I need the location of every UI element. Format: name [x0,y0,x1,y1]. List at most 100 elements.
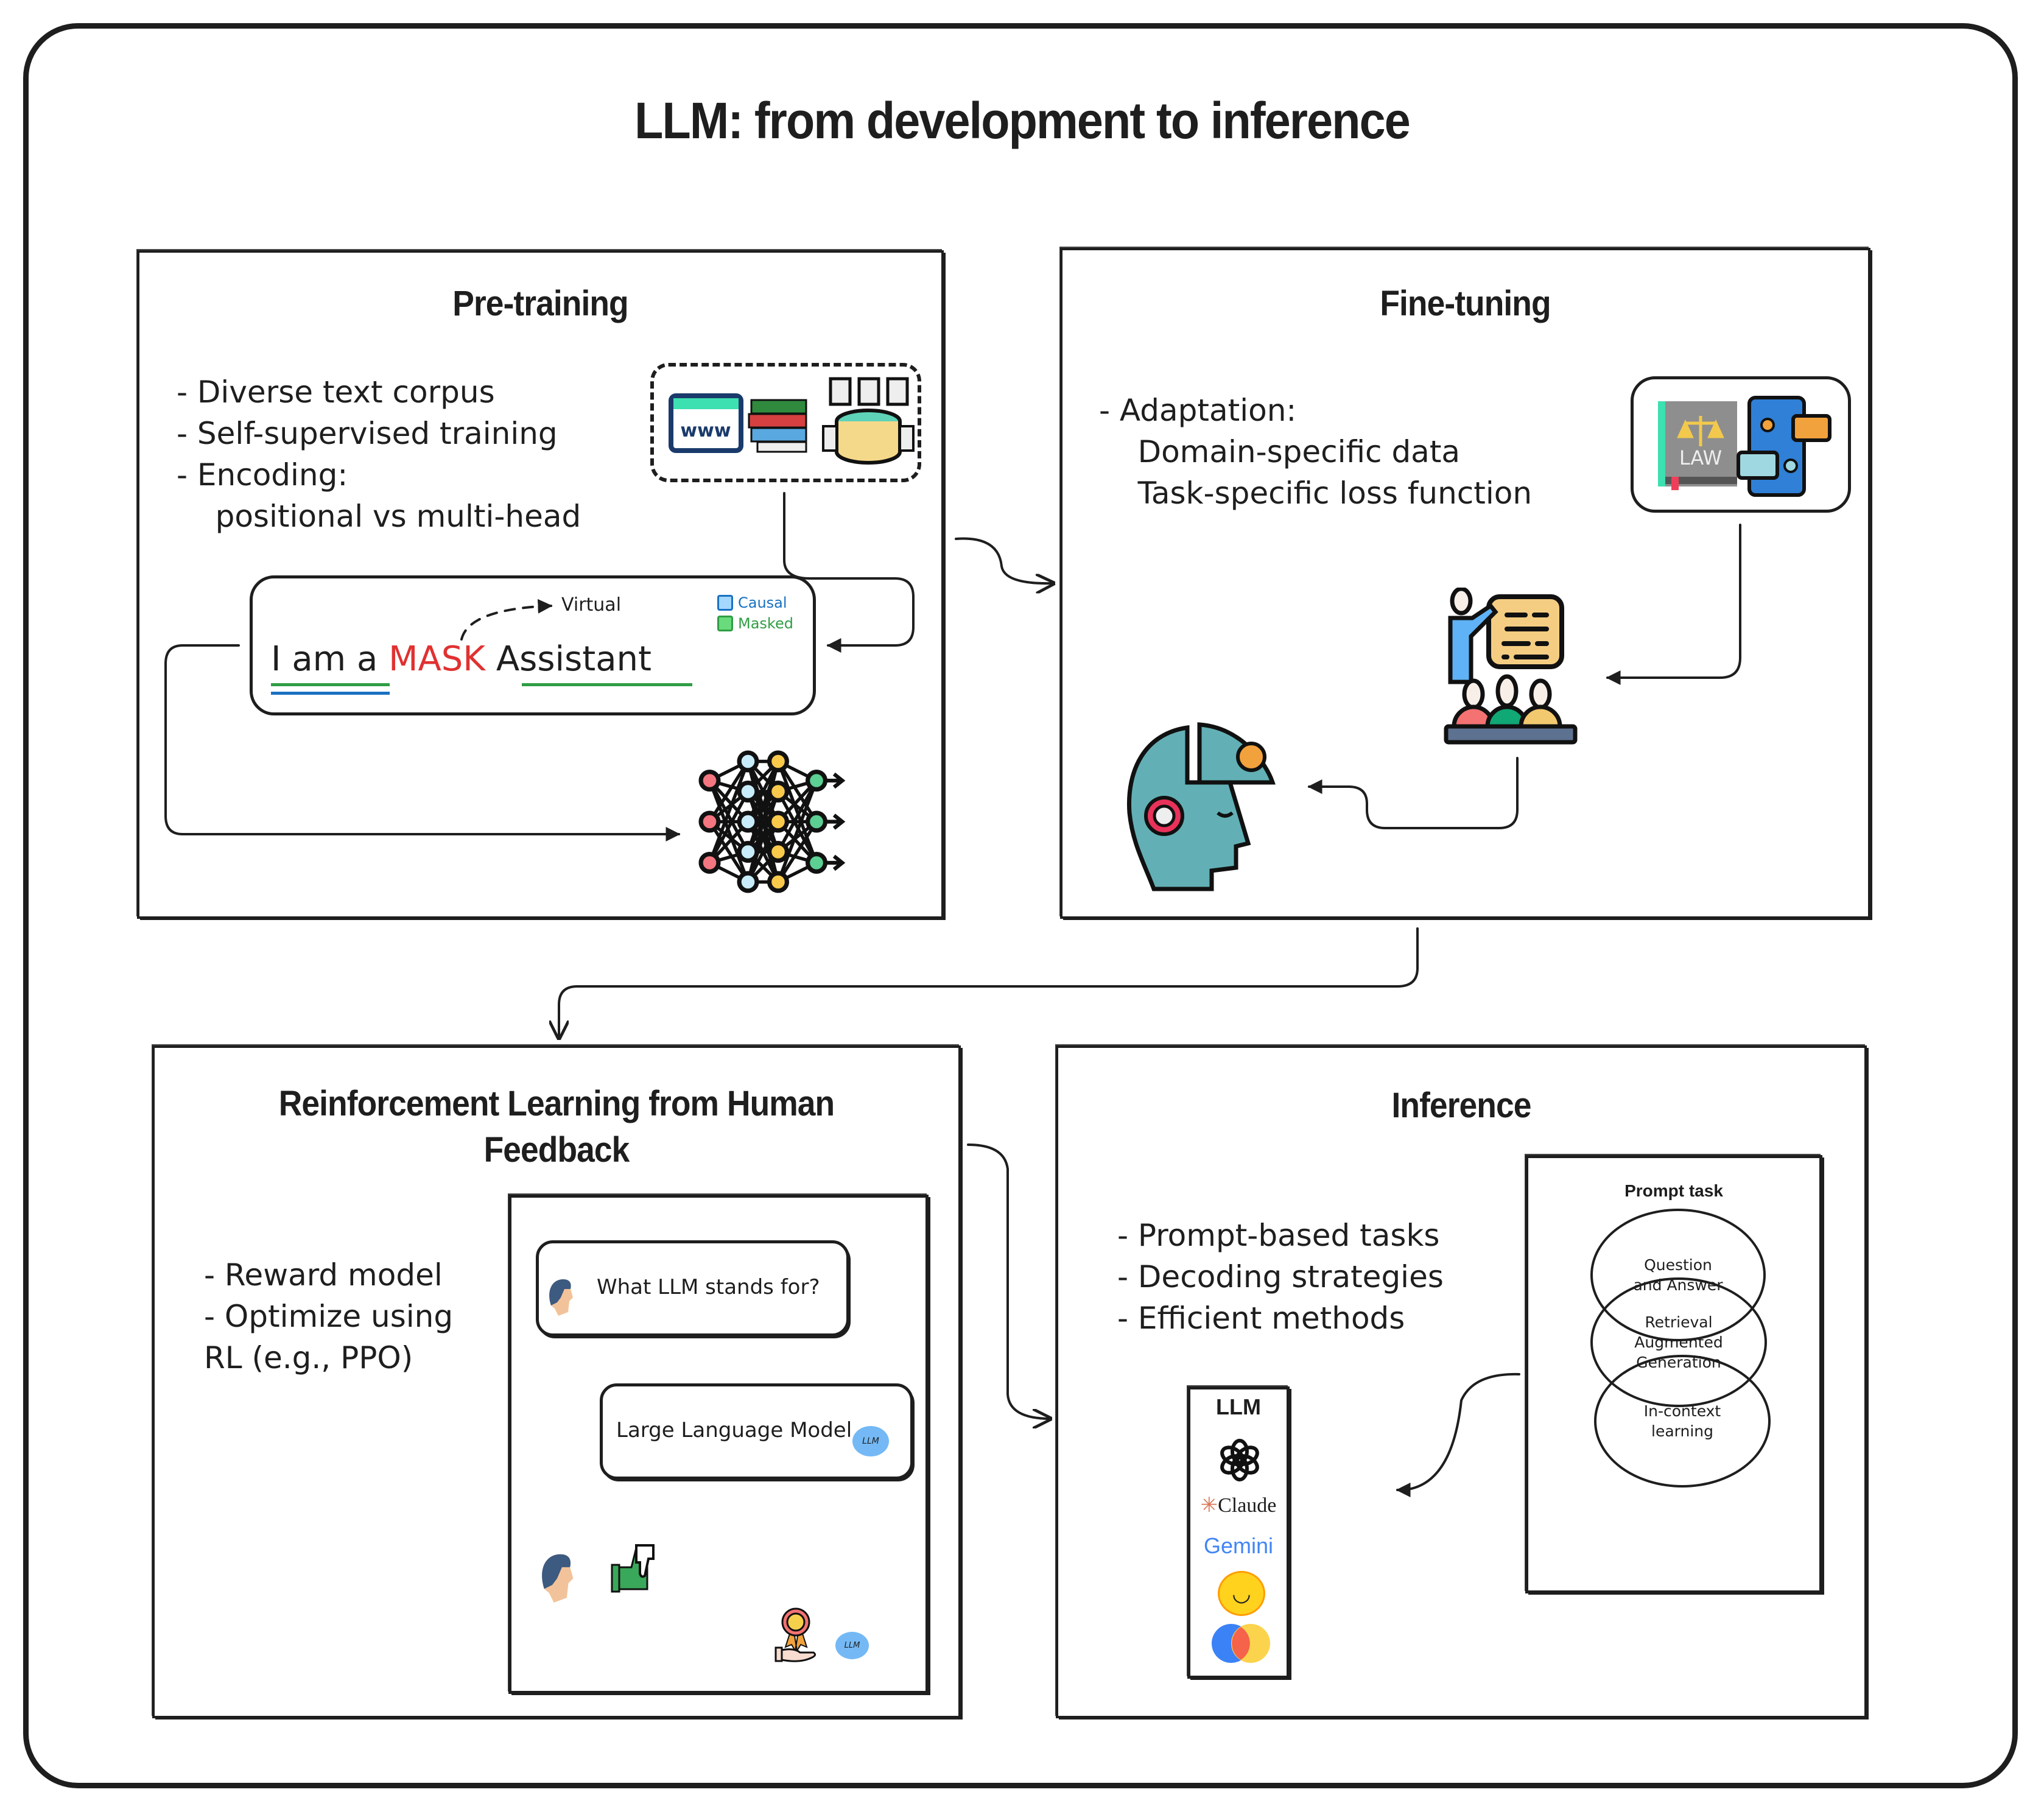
llm-brain-icon: LLM [852,1426,889,1456]
claude-wordmark: Claude [1218,1494,1277,1517]
law-book-icon: LAW [1658,401,1737,490]
legend-label-masked: Masked [738,615,793,632]
nn-edge [708,821,750,883]
arrow-pretraining-to-finetuning [955,537,1053,584]
nn-node [767,781,789,803]
arrow-data-to-example [783,492,915,653]
sentence-prefix: I am a [271,639,378,679]
nn-edge [776,779,818,853]
huggingface-logo-icon: ◡ [1218,1571,1265,1616]
masking-sentence: I am a MASK Assistant [271,639,651,679]
nn-edge [776,821,818,883]
nn-node [698,810,721,833]
finetuning-title: Fine-tuning [1380,284,1551,323]
task-in-context-learning: In-context learning [1594,1355,1771,1488]
inference-title: Inference [1391,1086,1532,1125]
database-documents-icon [822,377,915,465]
pretraining-data-sources: www [650,363,921,482]
rlhf-title-line1: Reinforcement Learning from Human [278,1084,835,1123]
customer-chat-icon [1737,396,1832,497]
nn-node [806,770,827,792]
prompt-task-panel [1525,1155,1822,1593]
llm-panel-title: LLM [1216,1394,1261,1419]
legend-item-causal: Causal [717,594,793,611]
finetuning-data-box: LAW [1631,376,1851,513]
question-text: What LLM stands for? [597,1275,820,1299]
meta-llm-logo-icon [1212,1624,1270,1663]
teacher-classroom-icon [1444,588,1578,745]
thumbs-up-down-icon [611,1544,655,1593]
finetuning-data-icons: LAW [1658,396,1832,497]
prompt-task-title: Prompt task [1624,1181,1723,1200]
page-title: LLM: from development to inference [634,92,1411,149]
rlhf-title-line2: Feedback [483,1130,630,1170]
arrow-finetuning-to-rlhf [559,927,1419,1038]
finetuning-bullets: - Adaptation: Domain-specific data Task-… [1099,393,1533,511]
openai-logo-icon [1220,1439,1259,1481]
masking-example-box [250,575,816,715]
nn-edge [708,780,750,883]
gemini-logo: Gemini [1203,1533,1274,1558]
llm-badge-text: LLM [862,1436,879,1446]
human-rater-icon [542,1554,574,1603]
attention-legend: Causal Masked [717,594,793,632]
nn-edge [746,821,780,883]
web-browser-icon: www [669,393,743,453]
reward-medal-icon [774,1607,817,1662]
causal-context-underline-blue [271,692,390,695]
arrow-teacher-to-head [1307,757,1519,829]
nn-node [767,871,789,893]
answer-text: Large Language Model [616,1418,852,1442]
nn-node [806,852,827,874]
nn-node [698,852,721,874]
claude-asterisk-icon: ✳ [1200,1493,1218,1517]
llm-providers-panel [1187,1386,1290,1679]
pretraining-panel [137,250,944,919]
rlhf-title: Reinforcement Learning from Human Feedba… [184,1081,929,1173]
nn-edge [708,760,750,823]
masked-swatch [717,616,733,631]
nn-edge [746,791,780,883]
finetuning-panel [1060,248,1870,919]
causal-context-underline-green [271,683,390,686]
llm-badge-text-reward: LLM [844,1641,860,1650]
nn-node [737,810,759,833]
outer-frame [23,23,2018,1788]
rlhf-chat-panel [508,1195,929,1694]
data-sources-icons: www [669,377,915,465]
sentence-suffix: Assistant [496,639,651,679]
legend-item-masked: Masked [717,615,793,632]
svg-text:www: www [680,420,731,441]
arrow-prompt-to-llm [1396,1372,1520,1497]
nn-node [698,770,721,792]
llm-brain-icon-reward: LLM [835,1632,869,1659]
claude-logo: ✳Claude [1187,1493,1290,1517]
arrow-data-to-teacher [1606,524,1741,685]
inference-bullets: - Prompt-based tasks - Decoding strategi… [1117,1218,1444,1336]
nn-edge [708,760,750,863]
answer-bubble: Large Language Model LLM [600,1383,913,1480]
books-icon [748,399,807,453]
nn-node [737,781,759,803]
nn-edge [708,790,750,864]
rlhf-panel [152,1045,961,1718]
arrow-rlhf-to-inference [967,1143,1050,1419]
user-avatar-icon [549,1279,573,1316]
masked-token: MASK [388,639,486,679]
svg-text:LAW: LAW [1679,446,1722,469]
nn-node [767,810,789,833]
nn-node [767,750,789,773]
nn-node [806,810,827,833]
causal-swatch [717,595,733,611]
legend-label-causal: Causal [738,594,787,611]
nn-edge [776,780,818,883]
inference-panel [1056,1045,1867,1718]
nn-edge [776,760,818,863]
head-puzzle-gear-icon [1126,722,1276,891]
nn-node [767,841,789,863]
neural-network-icon [698,750,846,893]
arrow-example-to-network [164,644,681,841]
pretraining-title: Pre-training [452,284,628,323]
virtual-label: Virtual [561,594,622,616]
